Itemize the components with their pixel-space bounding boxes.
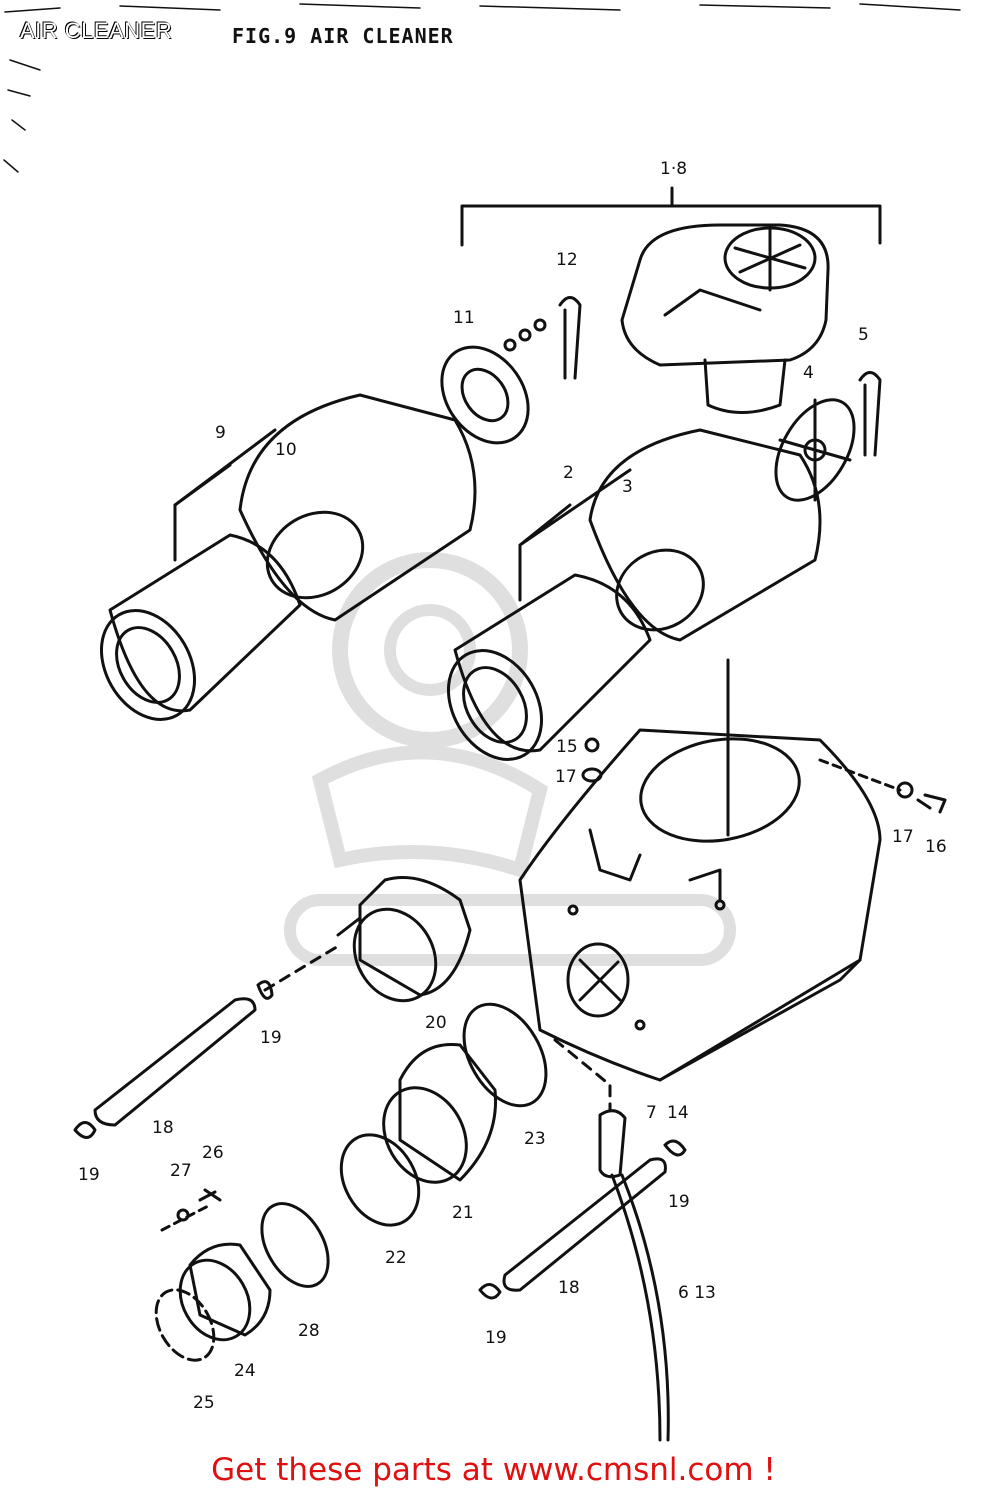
callout-6-13: 6 13 xyxy=(678,1283,716,1303)
figure-title: FIG.9 AIR CLEANER xyxy=(232,24,454,48)
clamp-19c xyxy=(663,1139,687,1157)
washer-17b xyxy=(896,781,914,799)
callout-28: 28 xyxy=(298,1321,320,1341)
intake-joint-20 xyxy=(336,876,472,1003)
callout-9: 9 xyxy=(215,423,226,443)
ring-25 xyxy=(154,1288,216,1362)
bracket-9-10 xyxy=(173,428,277,562)
callout-21: 21 xyxy=(452,1203,474,1223)
callout-24: 24 xyxy=(234,1361,256,1381)
callout-18b: 18 xyxy=(558,1278,580,1298)
screw-26 xyxy=(198,1188,222,1202)
clamp-22 xyxy=(339,1133,421,1227)
callout-1-8: 1·8 xyxy=(660,159,687,179)
clamp-19b xyxy=(73,1121,97,1139)
intake-joint-21 xyxy=(382,1042,498,1184)
drain-plug-7-14 xyxy=(598,1109,627,1179)
callout-20: 20 xyxy=(425,1013,447,1033)
bolt-15 xyxy=(584,737,600,753)
callout-3: 3 xyxy=(622,477,633,497)
plate-4 xyxy=(774,398,856,502)
filter-element-left xyxy=(99,393,477,721)
bolt-16 xyxy=(916,793,947,814)
callout-23: 23 xyxy=(524,1129,546,1149)
callout-19d: 19 xyxy=(485,1328,507,1348)
callout-15: 15 xyxy=(556,737,578,757)
drain-tube-6-13 xyxy=(610,1173,670,1442)
leader-26-27 xyxy=(160,1203,212,1232)
leader-drain xyxy=(553,1038,612,1112)
callout-10: 10 xyxy=(275,440,297,460)
page-title: AIR CLEANER xyxy=(20,18,173,43)
clip-pin-5 xyxy=(858,371,882,457)
callout-11: 11 xyxy=(453,308,475,328)
callout-26: 26 xyxy=(202,1143,224,1163)
cap-24 xyxy=(178,1242,272,1342)
leader-17-16 xyxy=(818,758,902,792)
hose-18-left xyxy=(93,997,257,1127)
footer-promo-link[interactable]: Get these parts at www.cmsnl.com ! xyxy=(211,1452,776,1488)
callout-16: 16 xyxy=(925,837,947,857)
clamp-28 xyxy=(260,1202,330,1288)
callout-17a: 17 xyxy=(555,767,577,787)
clip-pin-12 xyxy=(558,296,582,380)
callout-14: 14 xyxy=(667,1103,689,1123)
air-cleaner-case xyxy=(518,728,882,1082)
bracket-2-3 xyxy=(518,468,632,602)
clamp-19a xyxy=(256,980,274,1000)
callout-12: 12 xyxy=(556,250,578,270)
callout-17b: 17 xyxy=(892,827,914,847)
callout-2: 2 xyxy=(563,463,574,483)
callout-18a: 18 xyxy=(152,1118,174,1138)
callout-4: 4 xyxy=(803,363,814,383)
callout-19a: 19 xyxy=(260,1028,282,1048)
filter-element-right xyxy=(446,428,822,761)
clamp-19d xyxy=(478,1283,502,1300)
callout-22: 22 xyxy=(385,1248,407,1268)
callout-27: 27 xyxy=(170,1161,192,1181)
callout-19c: 19 xyxy=(668,1192,690,1212)
callout-7: 7 xyxy=(646,1103,657,1123)
leader-19-hose xyxy=(263,943,342,992)
hose-18-right xyxy=(502,1157,667,1292)
callout-labels: 1·8 12 11 5 4 9 10 2 3 15 17 17 16 20 19… xyxy=(78,159,947,1413)
bracket-1-8 xyxy=(460,186,882,247)
callout-25: 25 xyxy=(193,1393,215,1413)
washer-17a xyxy=(581,767,603,783)
clamp-23 xyxy=(462,1002,548,1108)
callout-5: 5 xyxy=(858,325,869,345)
air-cleaner-lid xyxy=(620,223,830,414)
cmsnl-watermark-logo xyxy=(284,552,736,966)
scan-noise xyxy=(3,3,961,173)
callout-19b: 19 xyxy=(78,1165,100,1185)
end-plate-11 xyxy=(440,318,547,445)
